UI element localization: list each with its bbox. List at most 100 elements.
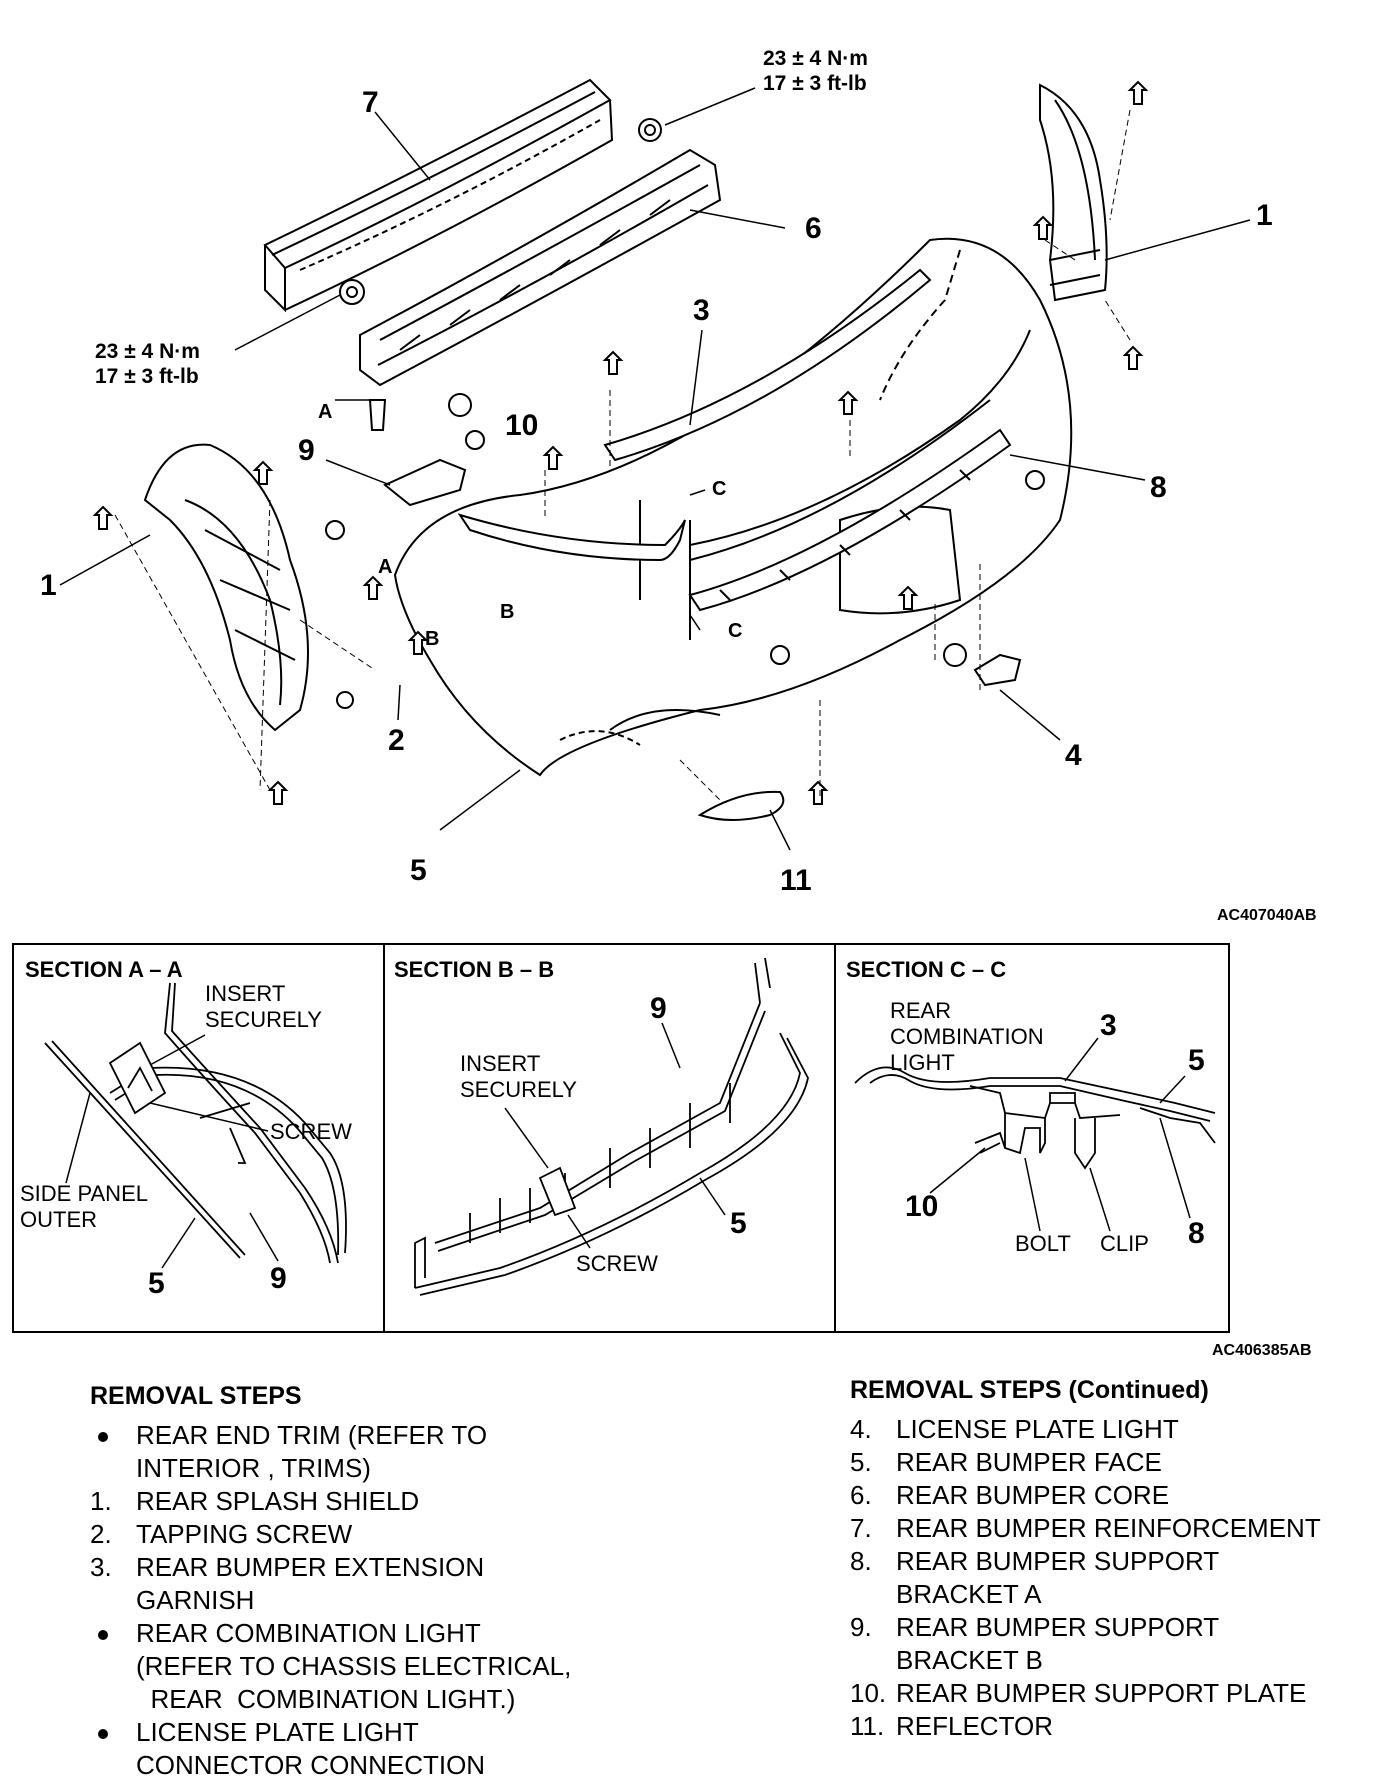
callout-5: 5 xyxy=(410,854,427,887)
alignment-lines xyxy=(114,109,1131,801)
step-bullet xyxy=(90,1617,136,1716)
step-text: REAR BUMPER SUPPORT xyxy=(896,1612,1220,1642)
section-mark-c-top: C xyxy=(712,478,726,500)
license-plate-light xyxy=(943,643,1022,687)
callout-1-left: 1 xyxy=(40,569,57,602)
section-b-leader-9 xyxy=(661,1022,681,1069)
rear-bumper-reinforcement xyxy=(263,78,614,313)
step-text: REAR COMBINATION LIGHT xyxy=(136,1618,481,1648)
rear-splash-shield-right xyxy=(1039,83,1108,302)
torque-left-line1: 23 ± 4 N·m xyxy=(95,340,200,363)
reflector xyxy=(697,790,785,821)
step-text: REAR SPLASH SHIELD xyxy=(136,1486,420,1516)
step-number: 3. xyxy=(90,1552,112,1582)
section-c-bolt-leader xyxy=(1024,1157,1041,1232)
section-c-callout-8: 8 xyxy=(1188,1217,1205,1250)
torque-top-line1: 23 ± 4 N·m xyxy=(763,47,868,70)
removal-steps-continued-heading: REMOVAL STEPS (Continued) xyxy=(850,1376,1209,1404)
section-c-clip: CLIP xyxy=(1100,1231,1149,1256)
step-bullet xyxy=(90,1716,136,1782)
step-text: REAR END TRIM (REFER TO xyxy=(136,1420,488,1450)
section-a-side-line2: OUTER xyxy=(20,1207,97,1232)
section-b-callout-5: 5 xyxy=(730,1207,747,1240)
exploded-view-diagram: 7 6 1 3 10 9 8 1 2 4 5 11 23 ± 4 N·m 17 … xyxy=(40,47,1317,920)
callout-6: 6 xyxy=(805,212,822,245)
step-text: REAR BUMPER SUPPORT xyxy=(896,1546,1220,1576)
section-b-insert-leader xyxy=(504,1107,549,1169)
rear-splash-shield-left xyxy=(143,443,309,732)
rear-bumper-face xyxy=(393,237,1073,777)
step-number: 1. xyxy=(90,1486,112,1516)
step-text: BRACKET A xyxy=(896,1579,1042,1609)
section-c-c: SECTION C – C REAR COMBINATION LIGHT 3 5… xyxy=(846,957,1216,1256)
section-divider-2 xyxy=(834,943,836,1333)
removal-steps-heading: REMOVAL STEPS xyxy=(90,1382,302,1410)
step-text: REAR BUMPER EXTENSION xyxy=(136,1552,485,1582)
section-c-leader-8 xyxy=(1159,1117,1191,1219)
section-mark-b-right: B xyxy=(500,601,514,623)
step-number: 2. xyxy=(90,1519,112,1549)
section-b-b: SECTION B – B INSERT SECURELY SCREW 9 5 xyxy=(394,957,809,1296)
step-number: 9. xyxy=(850,1612,872,1642)
section-b-leader-5 xyxy=(699,1177,726,1216)
section-mark-a-bottom: A xyxy=(378,556,392,578)
section-c-leader-10 xyxy=(929,1147,986,1194)
step-text: LICENSE PLATE LIGHT xyxy=(136,1717,419,1747)
figure-ref-bottom: AC406385AB xyxy=(1212,1342,1312,1359)
step-text: REAR BUMPER SUPPORT PLATE xyxy=(896,1678,1307,1708)
section-a-insert-leader xyxy=(149,1034,206,1066)
rear-bumper-support-plate xyxy=(457,513,686,562)
section-b-title: SECTION B – B xyxy=(394,957,554,982)
figure-ref-top: AC407040AB xyxy=(1217,907,1317,920)
section-a-callout-5: 5 xyxy=(148,1267,165,1300)
callout-1-right: 1 xyxy=(1256,199,1273,232)
step-text: REFLECTOR xyxy=(896,1711,1053,1741)
step-item: 1. REAR SPLASH SHIELD xyxy=(90,1485,730,1518)
section-mark-c-bottom: C xyxy=(728,620,742,642)
section-b-screw-leader xyxy=(567,1214,591,1249)
section-a-callout-9: 9 xyxy=(270,1262,287,1295)
step-text: GARNISH xyxy=(136,1585,255,1615)
step-text: TAPPING SCREW xyxy=(136,1519,353,1549)
section-b-screw: SCREW xyxy=(576,1251,658,1276)
step-item: 2. TAPPING SCREW xyxy=(90,1518,730,1551)
section-c-leader-5 xyxy=(1159,1075,1186,1104)
section-a-screw-leader xyxy=(149,1102,269,1132)
removal-steps-right: REMOVAL STEPS (Continued) 4. LICENSE PLA… xyxy=(850,1374,1370,1743)
section-divider-1 xyxy=(383,943,385,1333)
section-a-leader-9 xyxy=(249,1212,279,1262)
rear-bumper-extension-garnish xyxy=(603,268,932,462)
section-c-rear-line2: COMBINATION xyxy=(890,1024,1044,1049)
step-text: REAR BUMPER REINFORCEMENT xyxy=(896,1513,1321,1543)
torque-top-line2: 17 ± 3 ft-lb xyxy=(763,72,867,95)
step-number: 6. xyxy=(850,1480,872,1510)
step-item: REAR COMBINATION LIGHT(REFER TO CHASSIS … xyxy=(90,1617,730,1716)
step-number: 8. xyxy=(850,1546,872,1576)
section-b-insert-line1: INSERT xyxy=(460,1051,540,1076)
section-mark-b-left: B xyxy=(425,628,439,650)
step-item: 10. REAR BUMPER SUPPORT PLATE xyxy=(850,1677,1370,1710)
step-item: 6. REAR BUMPER CORE xyxy=(850,1479,1370,1512)
step-number: 11. xyxy=(850,1711,885,1741)
section-b-callout-9: 9 xyxy=(650,992,667,1025)
section-views-drawing: SECTION A – A INSERT SECURELY SCREW SIDE… xyxy=(20,957,1216,1300)
step-number: 4. xyxy=(850,1414,872,1444)
step-text: LICENSE PLATE LIGHT xyxy=(896,1414,1179,1444)
step-text: BRACKET B xyxy=(896,1645,1043,1675)
bolt-left xyxy=(339,279,365,305)
section-a-a: SECTION A – A INSERT SECURELY SCREW SIDE… xyxy=(20,957,352,1300)
section-c-clip-leader xyxy=(1089,1167,1111,1232)
clip-fasteners xyxy=(92,80,1149,805)
section-c-title: SECTION C – C xyxy=(846,957,1006,982)
step-item: 11. REFLECTOR xyxy=(850,1710,1370,1743)
callout-10: 10 xyxy=(505,409,538,442)
step-item: 5. REAR BUMPER FACE xyxy=(850,1446,1370,1479)
section-a-side-line1: SIDE PANEL xyxy=(20,1181,148,1206)
section-c-bolt: BOLT xyxy=(1015,1231,1071,1256)
section-c-callout-5: 5 xyxy=(1188,1044,1205,1077)
